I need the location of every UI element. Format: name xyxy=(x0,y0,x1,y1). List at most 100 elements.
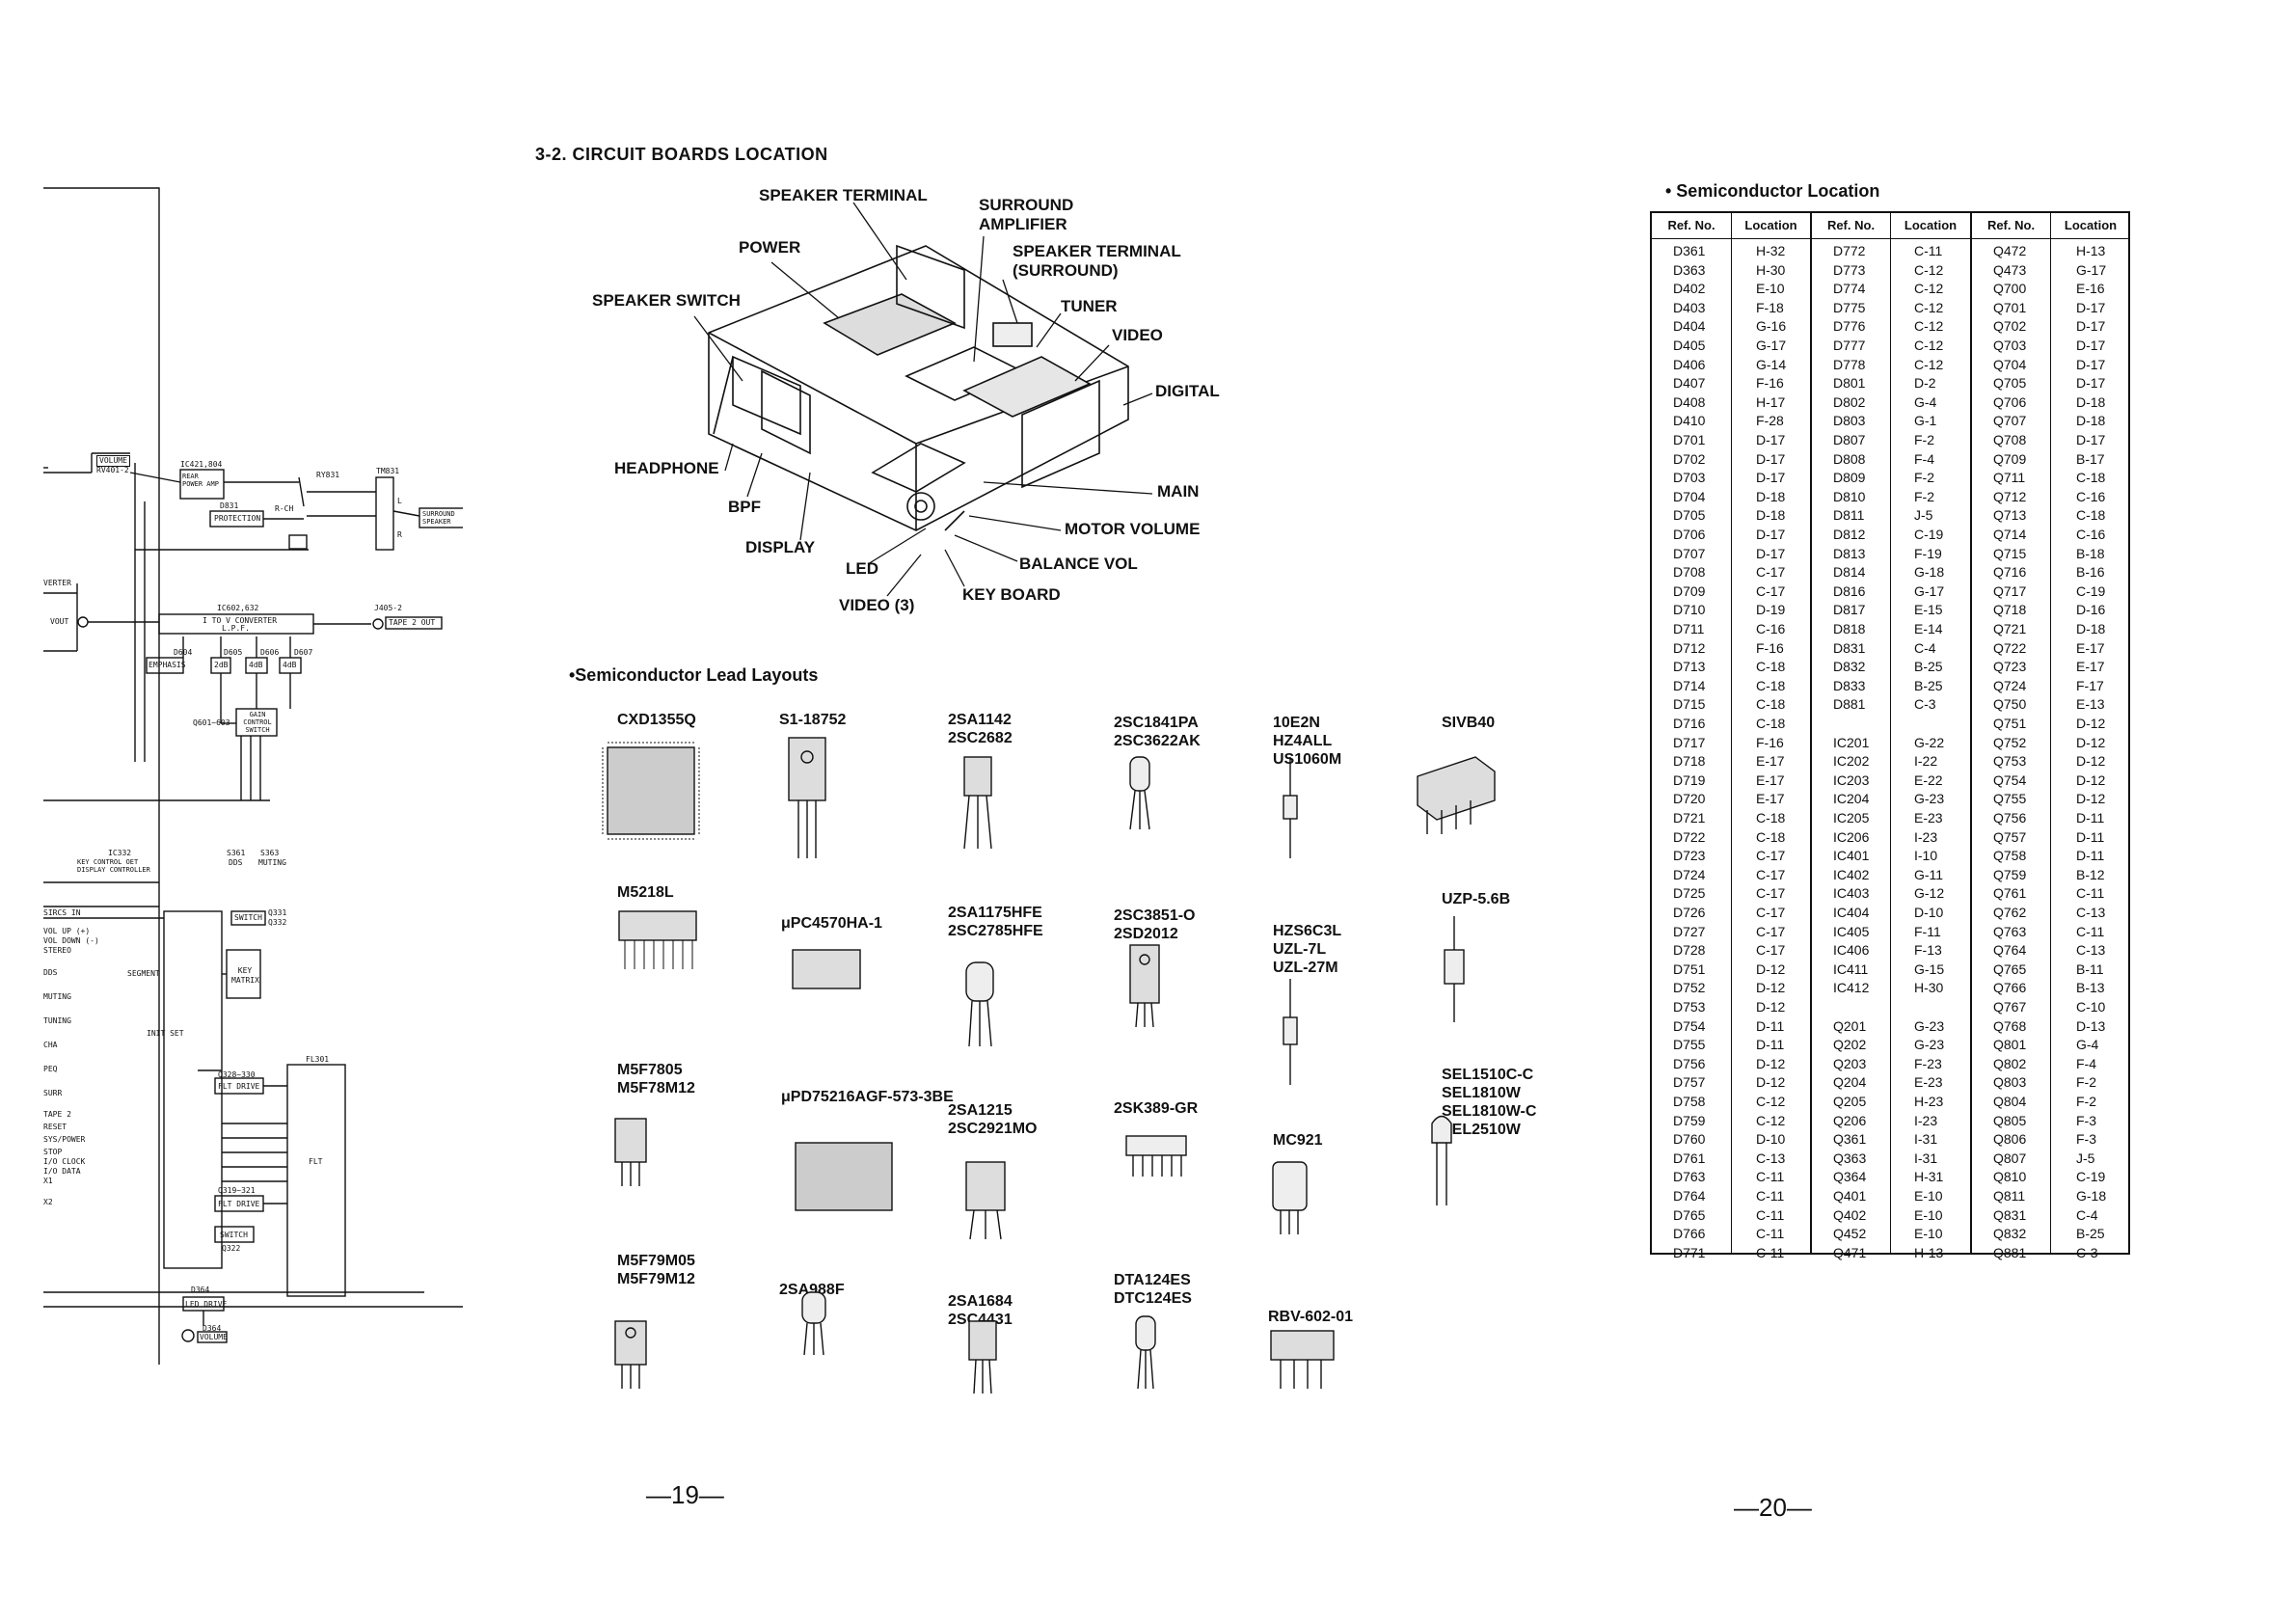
table-cell-ref: D818 xyxy=(1833,621,1866,636)
table-cell-location: C-11 xyxy=(1914,243,1943,258)
d607-label: D607 xyxy=(294,648,313,657)
table-cell-location: D-18 xyxy=(1756,488,1786,504)
table-cell-location: F-3 xyxy=(2076,1131,2096,1148)
table-cell-ref: Q472 xyxy=(1993,243,2027,258)
gain-switch-label: GAIN CONTROL SWITCH xyxy=(243,711,272,734)
table-cell-ref: Q757 xyxy=(1993,828,2027,845)
table-cell-location: G-11 xyxy=(1914,866,1944,882)
table-cell-ref: Q471 xyxy=(1833,1244,1867,1260)
table-cell-location: C-12 xyxy=(1914,318,1944,335)
table-cell-location: C-17 xyxy=(1756,885,1786,902)
table-cell-ref: D725 xyxy=(1673,885,1706,902)
column-divider xyxy=(1731,213,1732,1253)
table-cell-location: I-10 xyxy=(1914,848,1938,864)
table-cell-ref: D726 xyxy=(1673,905,1706,920)
lead-part-hzs6c3l: HZS6C3L UZL-7L UZL-27M xyxy=(1273,923,1342,976)
table-cell-ref: IC406 xyxy=(1833,942,1870,959)
table-cell-location: F-16 xyxy=(1756,639,1784,656)
table-cell-location: C-17 xyxy=(1756,923,1786,939)
protection-label: PROTECTION xyxy=(214,514,261,523)
table-cell-location: G-1 xyxy=(1914,413,1937,429)
board-label-surround-amplifier: SURROUND AMPLIFIER xyxy=(979,196,1074,233)
table-cell-location: C-12 xyxy=(1914,338,1944,353)
page-number-right: —20— xyxy=(1734,1493,1812,1522)
d606-label: D606 xyxy=(260,648,280,657)
table-cell-location: H-13 xyxy=(1914,1244,1944,1260)
table-cell-location: D-17 xyxy=(2076,375,2106,392)
emphasis-label: EMPHASIS xyxy=(149,661,186,669)
table-cell-ref: Q767 xyxy=(1993,999,2027,1015)
table-cell-ref: D832 xyxy=(1833,659,1866,675)
table-cell-location: H-17 xyxy=(1756,393,1786,410)
table-cell-ref: Q722 xyxy=(1993,639,2027,656)
table-cell-ref: D701 xyxy=(1673,432,1706,447)
d604-label: D604 xyxy=(174,648,193,657)
board-leader-lines xyxy=(693,202,1153,597)
table-cell-location: C-13 xyxy=(1756,1150,1786,1166)
lead-part-m5f7805: M5F7805 M5F78M12 xyxy=(617,1062,695,1096)
lead-part-2sk389: 2SK389-GR xyxy=(1114,1100,1199,1117)
table-cell-ref: D777 xyxy=(1833,338,1866,353)
table-cell-ref: Q721 xyxy=(1993,621,2027,636)
table-cell-ref: D760 xyxy=(1673,1131,1706,1148)
table-cell-location: D-17 xyxy=(1756,432,1786,447)
table-cell-ref: D802 xyxy=(1833,393,1866,410)
tm-r-label: R xyxy=(397,530,402,539)
table-cell-ref: Q402 xyxy=(1833,1206,1867,1223)
4db-label-2: 4dB xyxy=(283,661,297,669)
q328-label: Q328~330 xyxy=(218,1070,256,1079)
tape2out-label: TAPE 2 OUT xyxy=(389,618,436,627)
table-cell-ref: D705 xyxy=(1673,507,1706,524)
table-cell-location: F-3 xyxy=(2076,1112,2096,1128)
table-cell-location: D-11 xyxy=(2076,810,2105,826)
table-cell-location: G-18 xyxy=(2076,1188,2107,1204)
table-cell-location: B-16 xyxy=(2076,564,2105,581)
table-cell-location: E-10 xyxy=(1756,281,1785,297)
table-cell-ref: Q206 xyxy=(1833,1112,1867,1128)
table-cell-ref: IC412 xyxy=(1833,980,1870,996)
column-divider xyxy=(2050,213,2051,1253)
board-label-main: MAIN xyxy=(1157,482,1200,501)
board-label-headphone: HEADPHONE xyxy=(614,459,719,477)
table-cell-ref: Q205 xyxy=(1833,1094,1867,1109)
lead-part-sivb40: SIVB40 xyxy=(1442,715,1496,731)
table-cell-location: D-18 xyxy=(1756,507,1786,524)
table-cell-location: D-13 xyxy=(2076,1017,2106,1034)
table-cell-location: H-31 xyxy=(1914,1169,1944,1185)
semiconductor-location-table: Ref. No. Location Ref. No. Location Ref.… xyxy=(1650,211,2130,1260)
board-label-led: LED xyxy=(846,559,878,578)
table-header: Location xyxy=(2051,213,2130,239)
table-cell-ref: Q811 xyxy=(1993,1188,2026,1204)
lead-part-2sc3851: 2SC3851-O 2SD2012 xyxy=(1114,907,1196,942)
table-cell-ref: D778 xyxy=(1833,356,1866,372)
board-label-balance-vol: BALANCE VOL xyxy=(1019,555,1138,573)
table-cell-ref: Q707 xyxy=(1993,413,2027,429)
table-cell-location: C-17 xyxy=(1756,942,1786,959)
table-cell-location: E-10 xyxy=(1914,1188,1943,1204)
lead-part-2sa988f: 2SA988F xyxy=(779,1282,845,1298)
table-cell-location: E-10 xyxy=(1914,1206,1943,1223)
lead-part-dta124es: DTA124ES DTC124ES xyxy=(1114,1272,1192,1307)
table-cell-location: D-18 xyxy=(2076,413,2106,429)
table-cell-location: D-12 xyxy=(2076,753,2106,770)
table-cell-ref: IC403 xyxy=(1833,885,1870,902)
board-label-digital: DIGITAL xyxy=(1155,382,1220,400)
table-cell-ref: Q708 xyxy=(1993,432,2027,447)
lead-part-m5f79m05: M5F79M05 M5F79M12 xyxy=(617,1253,695,1287)
page-number-left: —19— xyxy=(646,1480,724,1509)
table-cell-ref: IC206 xyxy=(1833,828,1870,845)
table-cell-location: C-12 xyxy=(1914,261,1944,278)
table-cell-ref: D816 xyxy=(1833,582,1866,599)
s363-label: S363 xyxy=(260,849,280,857)
table-cell-location: B-12 xyxy=(2076,866,2105,882)
switch-label: SWITCH xyxy=(234,913,262,922)
table-cell-ref: D711 xyxy=(1673,621,1705,636)
table-cell-location: F-2 xyxy=(2076,1074,2096,1091)
table-cell-ref: Q702 xyxy=(1993,318,2027,335)
table-cell-location: C-13 xyxy=(2076,905,2106,920)
table-cell-location: G-16 xyxy=(1756,318,1787,335)
table-cell-location: C-11 xyxy=(1756,1244,1785,1260)
table-cell-location: D-2 xyxy=(1914,375,1936,392)
table-cell-ref: D817 xyxy=(1833,602,1866,618)
table-cell-ref: D753 xyxy=(1673,999,1706,1015)
